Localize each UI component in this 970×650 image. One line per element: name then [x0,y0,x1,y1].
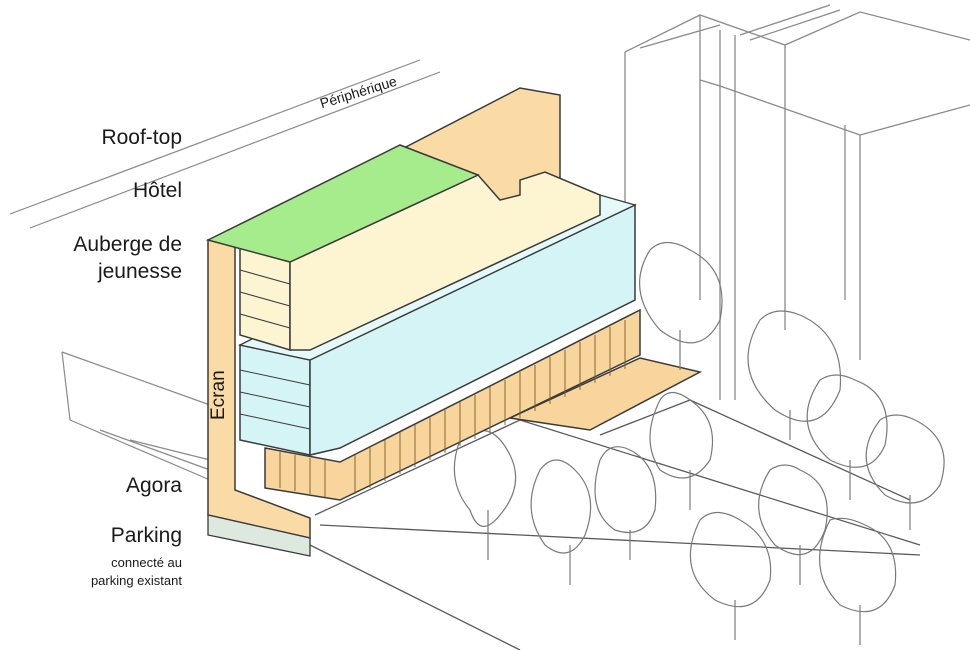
agora-slats [279,320,626,497]
label-rooftop: Roof-top [101,126,182,149]
hotel-floor-lines [239,269,291,329]
label-hotel: Hôtel [132,179,182,202]
label-auberge: Auberge de jeunesse [73,231,182,285]
trees [453,241,945,645]
auberge-floor-lines [239,369,311,430]
label-parking-sub-line1: connecté au [111,555,182,570]
agora-facade [264,308,641,501]
agora-terrace [507,357,703,431]
peripherique-road-lines [9,59,441,229]
label-parking-sub-line2: parking existant [90,573,182,588]
right-building-outlines [624,4,970,400]
left-ground-lines [61,351,211,481]
label-agora: Agora [125,474,182,497]
label-auberge-line1: Auberge de [73,233,182,256]
label-auberge-line2: jeunesse [97,260,182,283]
rooftop-roof [205,144,480,263]
label-parking-sub: connecté au parking existant [91,554,182,590]
label-ecran: Ecran [208,370,229,420]
hotel-side [289,171,601,351]
parking-strip [207,514,311,557]
label-parking: Parking [110,524,182,547]
